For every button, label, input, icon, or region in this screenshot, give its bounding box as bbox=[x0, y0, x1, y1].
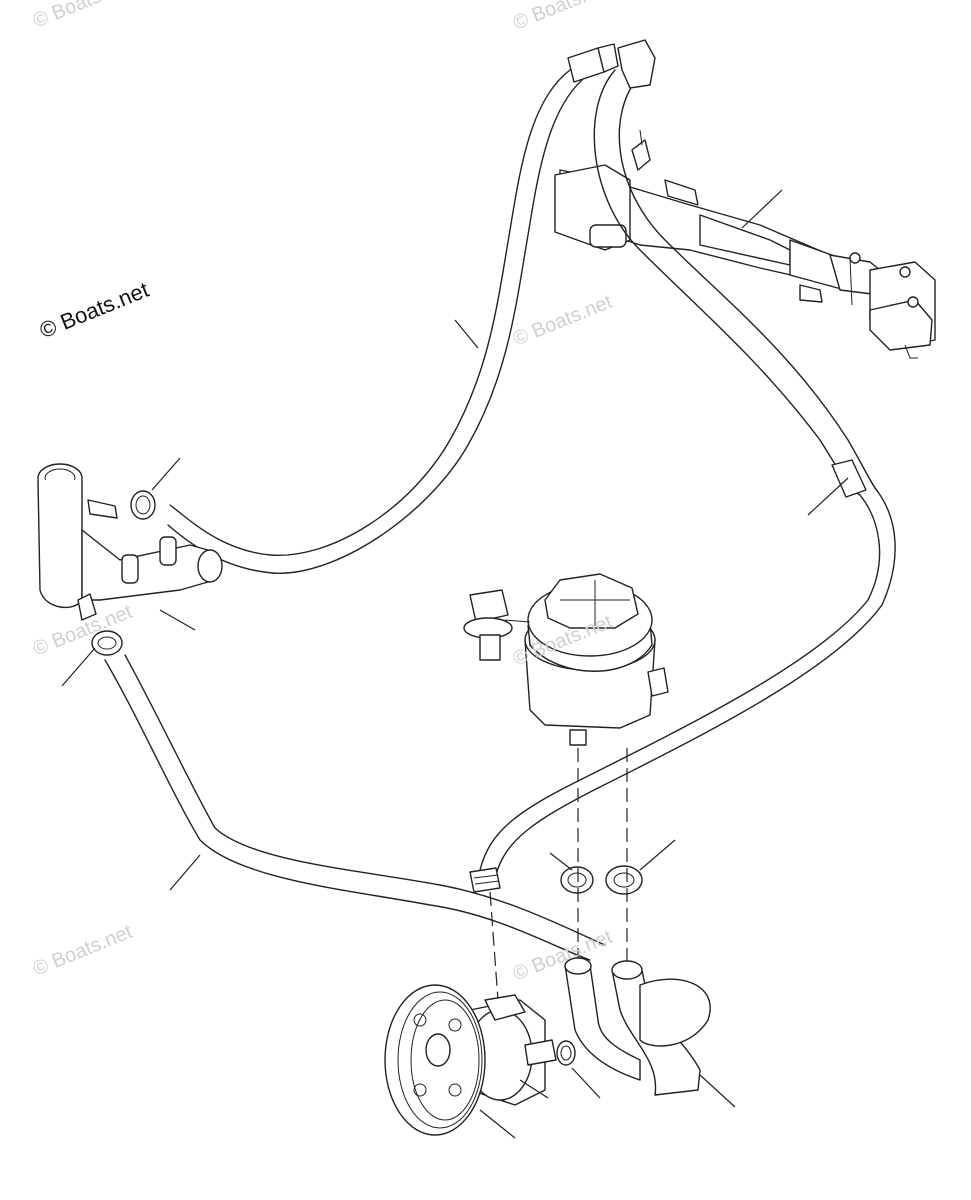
lower-hose bbox=[564, 957, 711, 1096]
hose-clamp bbox=[605, 865, 643, 895]
lower-hose bbox=[104, 654, 606, 961]
hose-clamp bbox=[556, 1040, 576, 1066]
return-hose bbox=[593, 39, 879, 498]
pulley bbox=[384, 984, 486, 1136]
pressure-line bbox=[469, 491, 896, 893]
hose-clamp bbox=[560, 866, 594, 894]
leader-lines bbox=[61, 189, 849, 1139]
hose-clamp bbox=[130, 490, 156, 520]
supply-hose bbox=[167, 43, 619, 574]
reservoir bbox=[463, 573, 669, 746]
thermostat-housing bbox=[37, 463, 223, 621]
assembly-line bbox=[489, 891, 499, 1001]
steering-cylinder bbox=[554, 129, 936, 359]
hose-clamp bbox=[91, 630, 123, 656]
